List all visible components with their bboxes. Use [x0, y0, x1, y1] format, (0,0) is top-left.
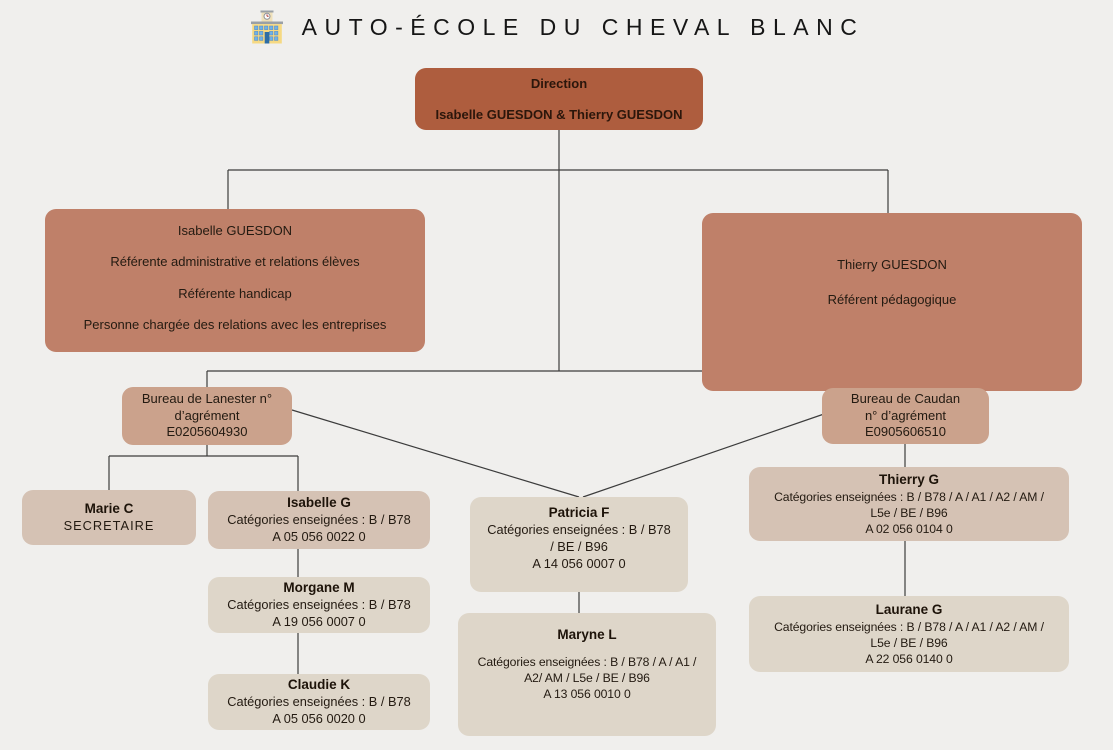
manager-name: Isabelle GUESDON — [177, 223, 293, 239]
staff-name: Claudie K — [287, 677, 351, 693]
staff-licence-number: A 02 056 0104 0 — [865, 521, 953, 536]
staff-categories: Catégories enseignées : B / B78 / A / A1… — [774, 619, 1044, 634]
staff-name: Thierry G — [878, 471, 940, 487]
staff-categories: Catégories enseignées : B / B78 — [227, 512, 411, 528]
bureau-line: Bureau de Caudan — [850, 391, 961, 407]
staff-morgane-m-box: Morgane M Catégories enseignées : B / B7… — [208, 577, 430, 633]
direction-names: Isabelle GUESDON & Thierry GUESDON — [435, 106, 683, 122]
manager-role: Référente administrative et relations él… — [110, 254, 360, 270]
direction-box: Direction Isabelle GUESDON & Thierry GUE… — [415, 68, 703, 130]
staff-categories: A2/ AM / L5e / BE / B96 — [524, 670, 650, 685]
bureau-agrement-number: E0905606510 — [865, 424, 946, 440]
staff-categories: / BE / B96 — [550, 538, 608, 554]
staff-licence-number: A 19 056 0007 0 — [272, 613, 366, 629]
staff-thierry-g-box: Thierry G Catégories enseignées : B / B7… — [749, 467, 1069, 541]
staff-categories: Catégories enseignées : B / B78 / A / A1… — [774, 489, 1044, 504]
school-icon — [250, 10, 283, 44]
staff-maryne-l-box: Maryne L Catégories enseignées : B / B78… — [458, 613, 716, 736]
staff-patricia-f-box: Patricia F Catégories enseignées : B / B… — [470, 497, 688, 592]
staff-licence-number: A 05 056 0020 0 — [272, 710, 366, 726]
page-header: AUTO-ÉCOLE DU CHEVAL BLANC — [0, 10, 1113, 44]
manager-role: Référente handicap — [178, 285, 292, 301]
staff-role: SECRETAIRE — [63, 517, 155, 533]
staff-name: Marie C — [84, 501, 134, 517]
bureau-line: d’agrément — [174, 407, 240, 423]
bureau-line: Bureau de Lanester n° — [141, 391, 273, 407]
bureau-caudan-box: Bureau de Caudan n° d’agrément E09056065… — [822, 388, 989, 444]
staff-claudie-k-box: Claudie K Catégories enseignées : B / B7… — [208, 674, 430, 730]
page-title: AUTO-ÉCOLE DU CHEVAL BLANC — [301, 13, 865, 40]
manager-name: Thierry GUESDON — [837, 256, 947, 272]
bureau-line: n° d’agrément — [864, 407, 947, 423]
staff-isabelle-g-box: Isabelle G Catégories enseignées : B / B… — [208, 491, 430, 549]
staff-name: Laurane G — [875, 601, 943, 617]
staff-licence-number: A 05 056 0022 0 — [272, 528, 366, 544]
staff-categories: L5e / BE / B96 — [870, 635, 948, 650]
staff-licence-number: A 13 056 0010 0 — [543, 687, 631, 701]
staff-categories: Catégories enseignées : B / B78 — [227, 597, 411, 613]
staff-marie-c-box: Marie C SECRETAIRE — [22, 490, 196, 545]
staff-name: Patricia F — [548, 505, 610, 521]
staff-name: Morgane M — [283, 580, 355, 596]
staff-categories: Catégories enseignées : B / B78 — [487, 522, 671, 538]
direction-label: Direction — [530, 76, 588, 92]
staff-laurane-g-box: Laurane G Catégories enseignées : B / B7… — [749, 596, 1069, 672]
manager-isabelle-guesdon-box: Isabelle GUESDON Référente administrativ… — [45, 209, 425, 352]
staff-categories: Catégories enseignées : B / B78 — [227, 694, 411, 710]
bureau-agrement-number: E0205604930 — [166, 424, 248, 440]
manager-thierry-guesdon-box: Thierry GUESDON Référent pédagogique — [702, 213, 1082, 391]
manager-role: Référent pédagogique — [827, 292, 957, 307]
manager-role: Personne chargée des relations avec les … — [83, 316, 387, 332]
staff-categories: L5e / BE / B96 — [870, 505, 948, 520]
staff-licence-number: A 14 056 0007 0 — [532, 555, 626, 571]
staff-name: Maryne L — [557, 627, 617, 642]
bureau-lanester-box: Bureau de Lanester n° d’agrément E020560… — [122, 387, 292, 445]
staff-name: Isabelle G — [287, 495, 351, 511]
staff-categories: Catégories enseignées : B / B78 / A / A1… — [477, 654, 697, 669]
staff-licence-number: A 22 056 0140 0 — [865, 651, 953, 666]
